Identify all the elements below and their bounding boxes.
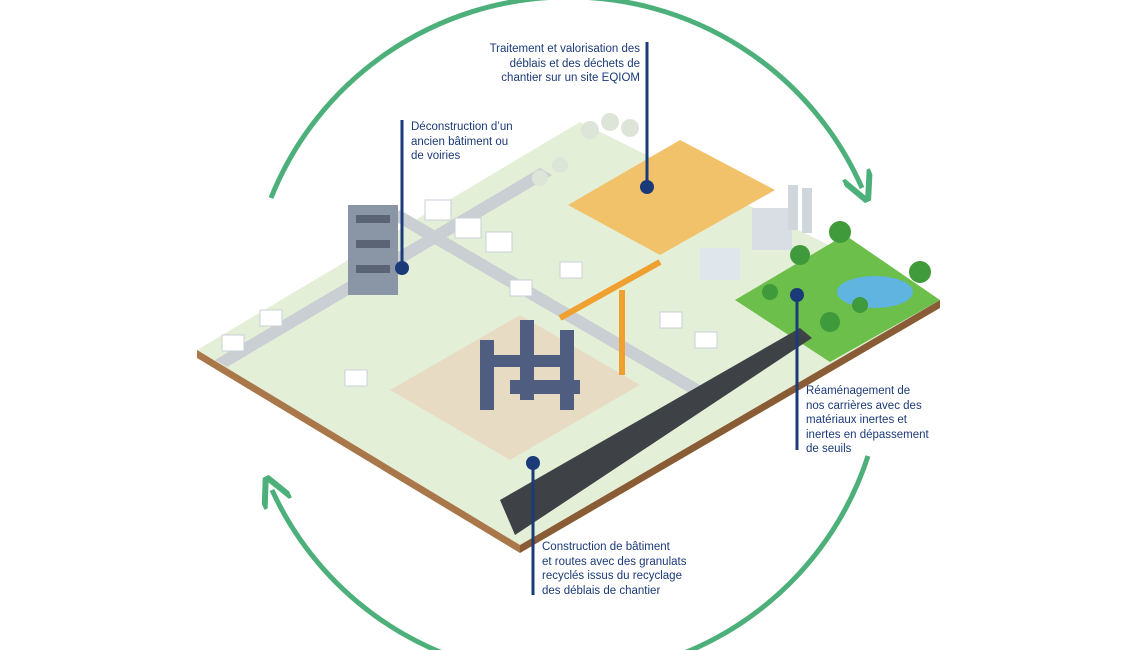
- callout-treatment: Traitement et valorisation des déblais e…: [489, 43, 640, 84]
- callout-quarries: Réaménagement de nos carrières avec des …: [806, 385, 929, 455]
- callout-dot-treatment: [640, 180, 654, 194]
- cycle-arrow-bottom: [272, 455, 871, 650]
- callout-construction: Construction de bâtiment et routes avec …: [542, 541, 687, 597]
- callout-dot-quarries: [790, 288, 804, 302]
- callout-dot-construction: [526, 456, 540, 470]
- cycle-arrow-top: [268, 0, 862, 198]
- callout-deconstruction: Déconstruction d’un ancien bâtiment ou d…: [411, 121, 513, 162]
- ground-slab: [197, 113, 940, 553]
- callout-dot-deconstruction: [395, 261, 409, 275]
